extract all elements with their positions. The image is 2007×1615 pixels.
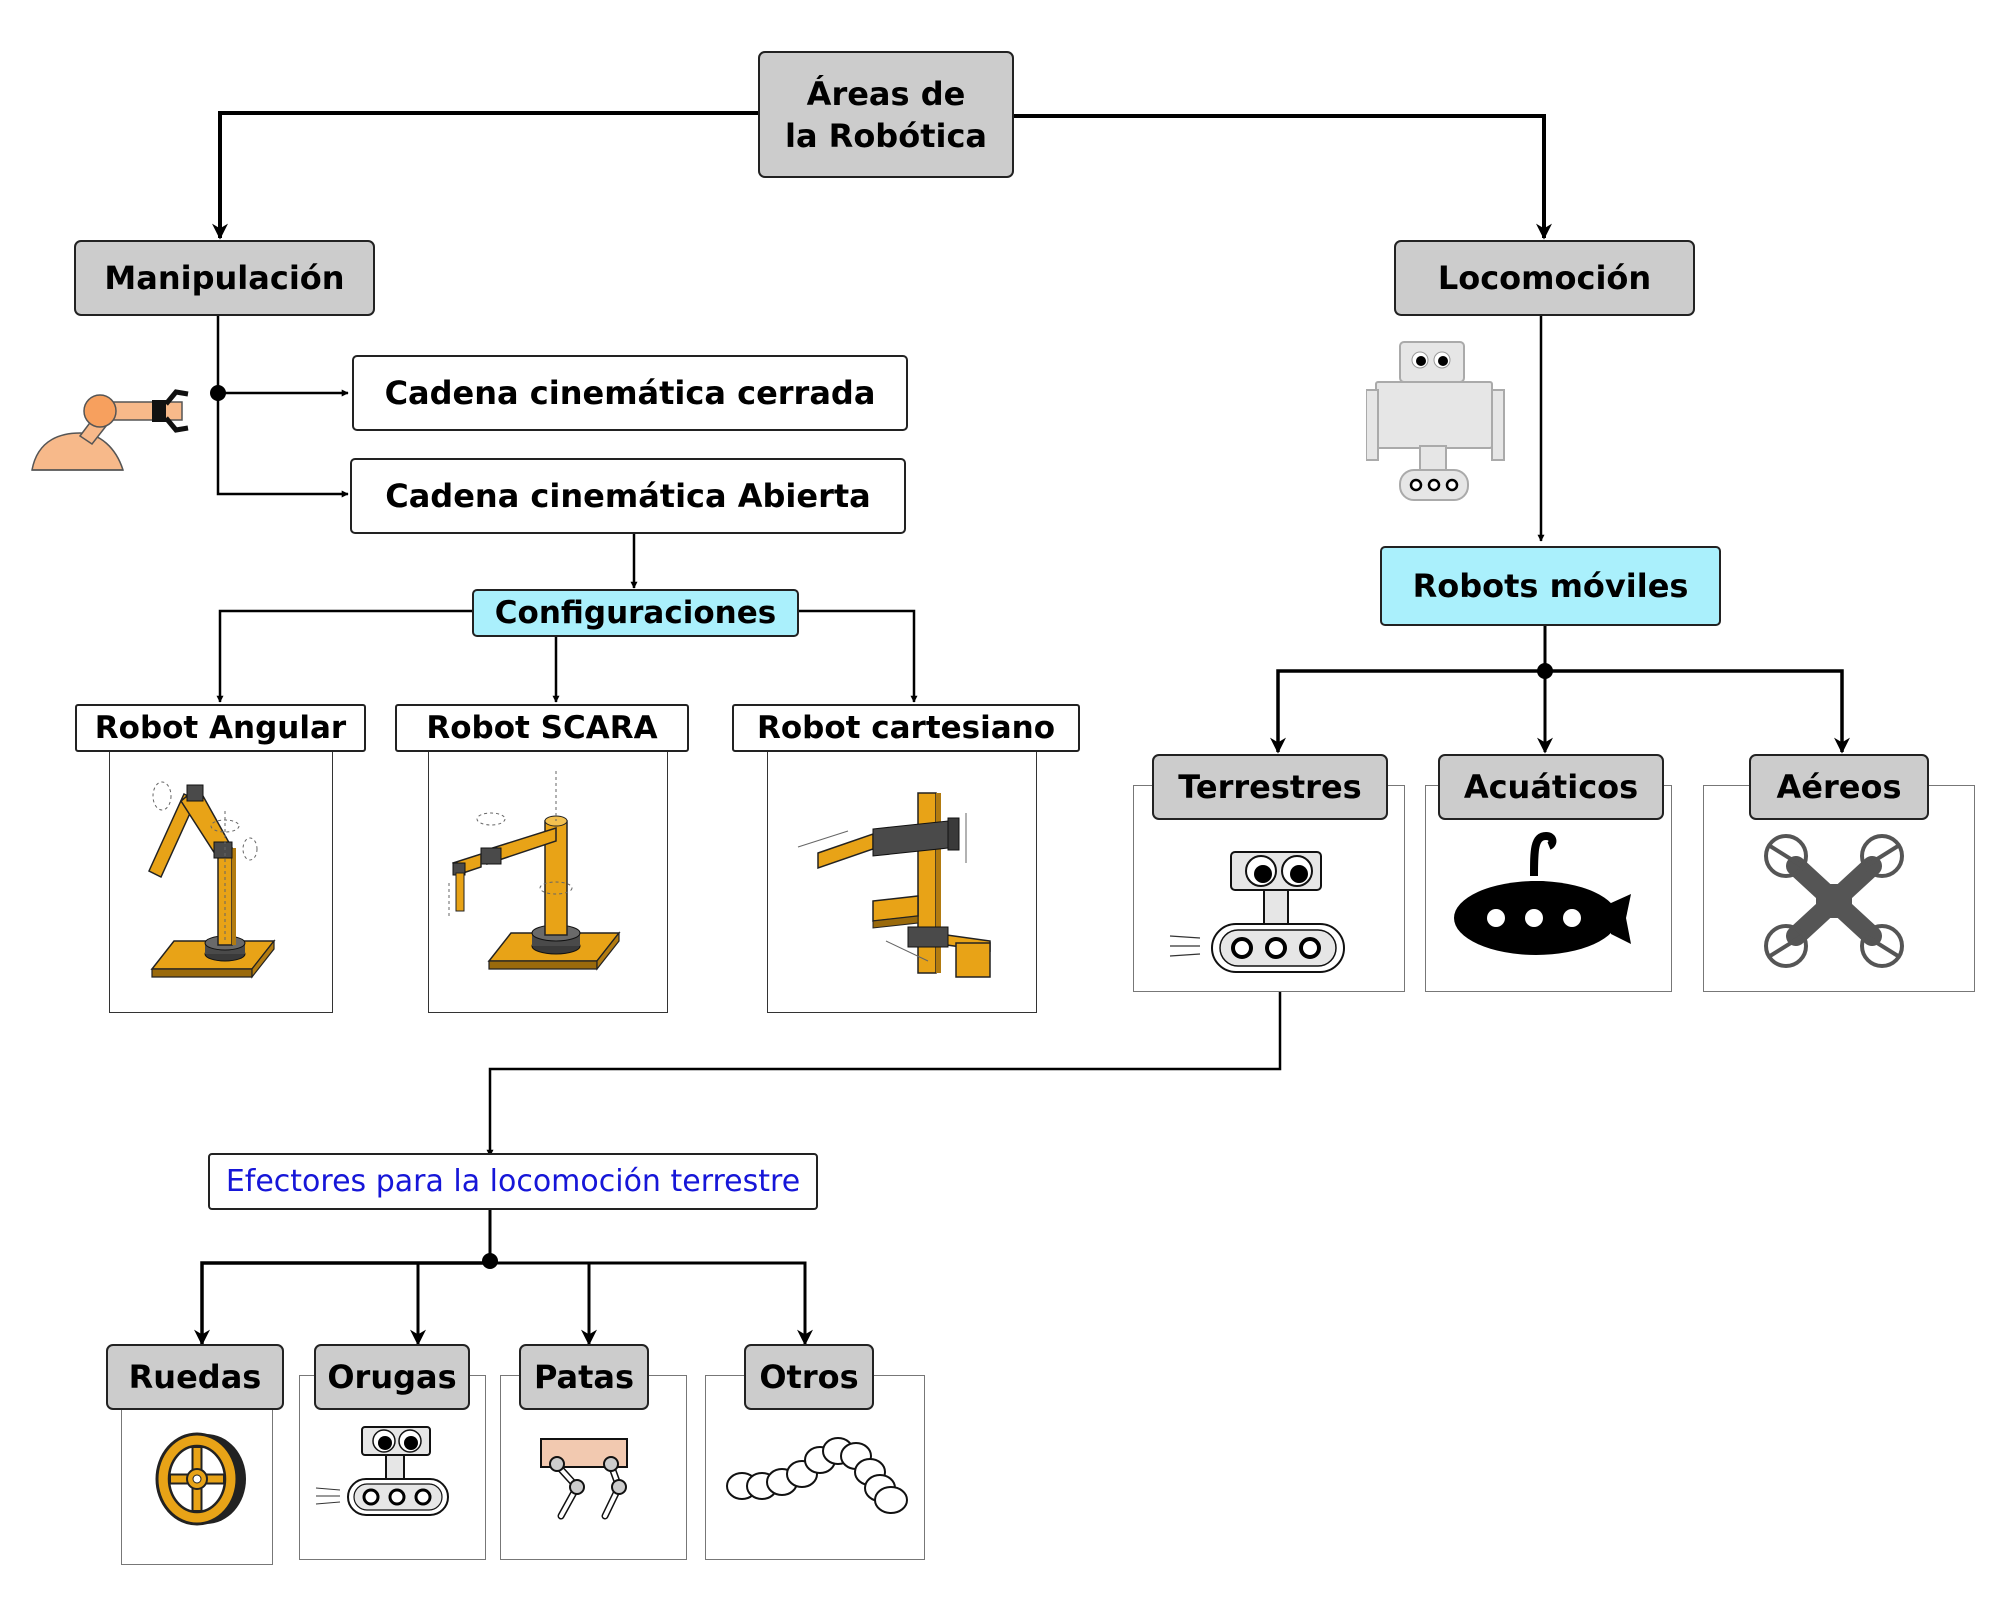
submarine-icon (1454, 831, 1631, 955)
root-node: Áreas de la Robótica (758, 51, 1014, 178)
wheel-icon (155, 1432, 246, 1526)
open-chain-node: Cadena cinemática Abierta (350, 458, 906, 534)
robot-angular-frame (109, 750, 333, 1013)
orugas-node: Orugas (314, 1344, 470, 1410)
drone-icon (1764, 834, 1904, 968)
robot-cartesiano-label: Robot cartesiano (732, 704, 1080, 752)
robot-angular-label: Robot Angular (75, 704, 366, 752)
patas-node: Patas (519, 1344, 649, 1410)
robot-cartesiano-frame (767, 750, 1037, 1013)
effectors-title[interactable]: Efectores para la locomoción terrestre (208, 1153, 818, 1210)
terrestres-node: Terrestres (1152, 754, 1388, 820)
robot-scara-label: Robot SCARA (395, 704, 689, 752)
acuaticos-node: Acuáticos (1438, 754, 1664, 820)
cartesian-robot-icon (797, 792, 991, 978)
robot-scara-frame (428, 750, 668, 1013)
scara-robot-icon (448, 771, 621, 971)
legged-robot-icon (540, 1438, 628, 1520)
closed-chain-node: Cadena cinemática cerrada (352, 355, 908, 431)
robot-arm-icon (31, 389, 189, 471)
snake-robot-icon (726, 1437, 908, 1514)
angular-robot-icon (148, 781, 276, 979)
mobile-robots-node: Robots móviles (1380, 546, 1721, 626)
otros-node: Otros (744, 1344, 874, 1410)
tracked-robot-icon (1366, 341, 1505, 501)
manipulation-node: Manipulación (74, 240, 375, 316)
aereos-node: Aéreos (1749, 754, 1929, 820)
tracked-robot-icon (1169, 851, 1345, 973)
configurations-node: Configuraciones (472, 589, 799, 637)
tracked-robot-icon (315, 1426, 449, 1516)
aereos-frame (1703, 785, 1975, 992)
locomotion-node: Locomoción (1394, 240, 1695, 316)
ruedas-node: Ruedas (106, 1344, 284, 1410)
